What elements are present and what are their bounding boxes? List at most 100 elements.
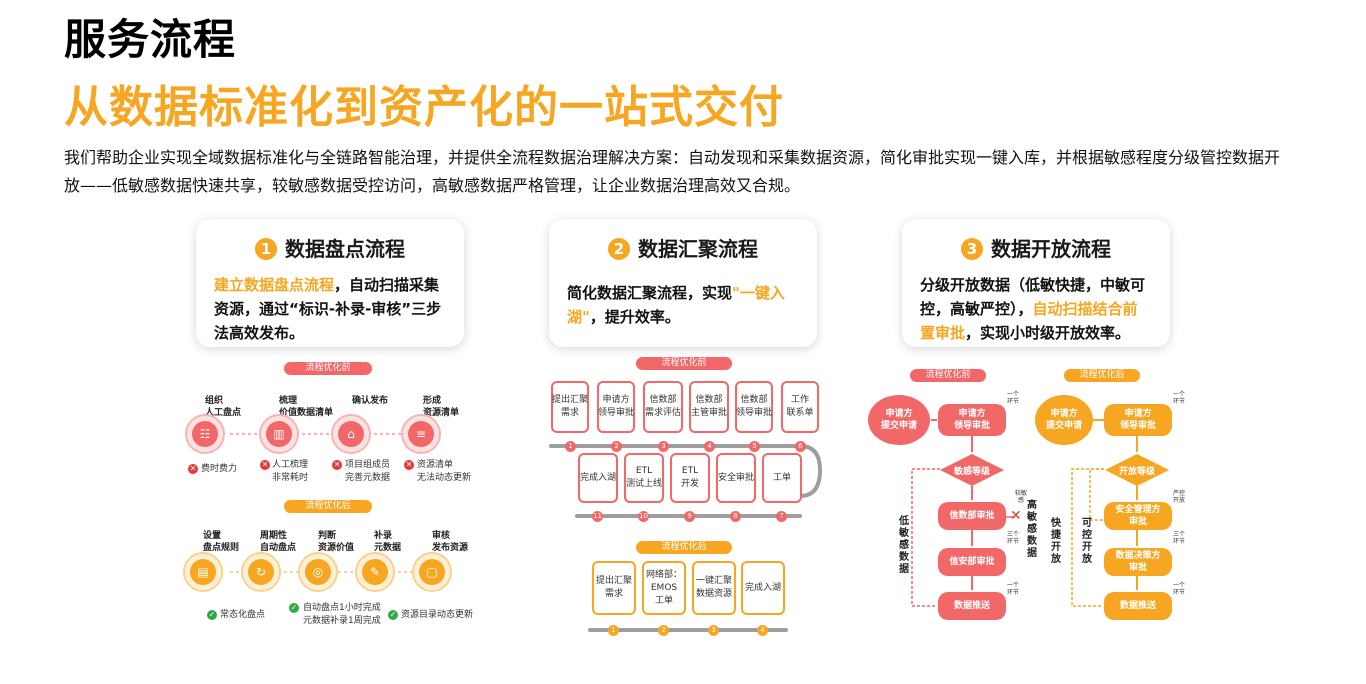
before-step-label: 梳理 价值数据清单	[279, 396, 334, 418]
flow-node: 数据推送	[938, 592, 1006, 620]
before-con: ✕	[260, 459, 273, 472]
value-icon: ◎	[298, 552, 338, 592]
card-inventory-heading: 数据盘点流程	[285, 237, 405, 261]
card-aggregation-text: ，提升效率。	[589, 308, 680, 326]
step-note: 较敏感	[1014, 490, 1027, 504]
flow-node: 数据推送	[1104, 592, 1172, 620]
reject-icon: ✕	[1010, 508, 1022, 524]
low-sensitivity-label: 低敏感数据	[899, 516, 909, 575]
step-dot: 8	[730, 511, 741, 522]
card-opening-text: ，实现小时级开放效率。	[965, 324, 1131, 342]
process-step-box: 信数部 领导审批	[735, 381, 773, 433]
process-step-box: 网络部： EMOS 工单	[642, 561, 686, 615]
card-opening-heading: 数据开放流程	[991, 237, 1111, 261]
process-step-box: 安全审批	[716, 453, 756, 503]
card-opening: 3 数据开放流程 分级开放数据（低敏快捷，中敏可控，高敏严控），自动扫描结合前置审…	[902, 219, 1170, 347]
step-dot: 2	[611, 441, 622, 452]
track-line	[549, 444, 802, 448]
after-pro-text: 自动盘点1小时完成 元数据补录1周完成	[303, 603, 381, 626]
process-step-box: 信数部 主管审批	[689, 381, 729, 433]
before-con-text: 资源清单 无法动态更新	[417, 460, 472, 483]
step-number-badge: 3	[961, 238, 983, 260]
process-step-box: 完成入湖	[578, 453, 618, 503]
process-step-box: 信数部 需求评估	[643, 381, 683, 433]
process-step-box: 完成入湖	[741, 561, 785, 615]
step-note: 一个环节	[1172, 582, 1185, 596]
card-opening-title: 3 数据开放流程	[920, 235, 1152, 263]
list-icon: ≡	[401, 414, 441, 454]
team-icon: ☷	[185, 414, 225, 454]
card-opening-body: 分级开放数据（低敏快捷，中敏可控，高敏严控），自动扫描结合前置审批，实现小时级开…	[920, 273, 1152, 345]
after-tag: 流程优化后	[1064, 369, 1140, 382]
step-note: 一个环节	[1006, 391, 1019, 405]
process-step-box: 申请方 领导审批	[597, 381, 635, 433]
after-step-label: 设置 盘点规则	[203, 531, 240, 553]
step-number-badge: 1	[255, 238, 277, 260]
step-note: 严控开放	[1172, 490, 1185, 504]
step-dot: 6	[795, 441, 806, 452]
after-tag: 流程优化后	[284, 500, 372, 513]
process-step-box: 工作 联系单	[781, 381, 819, 433]
flow-start-node: 申请方 提交申请	[1035, 395, 1093, 445]
step-note: 一个环节	[1172, 391, 1185, 405]
page-subtitle: 从数据标准化到资产化的一站式交付	[64, 82, 784, 133]
flow-node: 数据决策方 审批	[1104, 548, 1172, 576]
step-dot: 4	[757, 625, 768, 636]
card-opening-highlight: 自动扫描结合前置审批	[920, 300, 1138, 342]
card-aggregation-pre: 简化数据汇聚流程，实现	[567, 284, 733, 302]
after-pro: ✓资源目录动态更新	[388, 610, 474, 620]
process-step-box: 一键汇聚 数据资源	[692, 561, 736, 615]
step-number-badge: 2	[608, 238, 630, 260]
publish-icon: ⌂	[331, 414, 371, 454]
page-description: 我们帮助企业实现全域数据标准化与全链路智能治理，并提供全流程数据治理解决方案：自…	[64, 148, 1281, 195]
before-tag: 流程优化前	[636, 357, 732, 370]
before-con: ✕费时费力	[188, 464, 238, 474]
before-con: ✕	[332, 459, 345, 472]
step-dot: 7	[776, 511, 787, 522]
cross-icon: ✕	[404, 460, 414, 470]
cross-icon: ✕	[260, 460, 270, 470]
flow-node: 安全管理方 审批	[1104, 502, 1172, 530]
card-aggregation-body: 简化数据汇聚流程，实现"一键入湖"，提升效率。	[567, 281, 799, 329]
card-inventory-text: ，自动扫描采集资源，通过“标识-补录-审核”三步法高效发布。	[214, 276, 442, 342]
after-step-label: 补录 元数据	[374, 531, 402, 553]
process-step-box: ETL 测试上线	[624, 453, 664, 503]
chart-icon: ▥	[259, 414, 299, 454]
controlled-open-label: 可控开放	[1082, 518, 1092, 565]
flow-node: 申请方 领导审批	[1104, 404, 1172, 436]
before-tag: 流程优化前	[910, 369, 986, 382]
check-icon: ✓	[289, 603, 299, 613]
step-note: 三个环节	[1172, 531, 1185, 545]
flow-node: 信安部审批	[938, 548, 1006, 576]
after-step-label: 周期性 自动盘点	[260, 531, 297, 553]
step-dot: 3	[708, 625, 719, 636]
edit-icon: ✎	[355, 552, 395, 592]
after-pro: ✓	[289, 602, 302, 615]
step-dot: 2	[658, 625, 669, 636]
rule-icon: ▤	[183, 552, 223, 592]
step-dot: 1	[608, 625, 619, 636]
step-dot: 11	[592, 511, 603, 522]
step-dot: 5	[749, 441, 760, 452]
before-con: ✕	[404, 459, 417, 472]
after-step-label: 判断 资源价值	[318, 531, 355, 553]
step-note: 三个环节	[1006, 531, 1019, 545]
step-dot: 4	[704, 441, 715, 452]
process-step-box: 提出汇聚 需求	[551, 381, 589, 433]
step-dot: 9	[684, 511, 695, 522]
flow-node: 信数部审批	[938, 502, 1006, 530]
cross-icon: ✕	[332, 460, 342, 470]
fast-open-label: 快捷开放	[1051, 518, 1061, 565]
after-tag: 流程优化后	[636, 541, 732, 554]
process-step-box: ETL 开发	[670, 453, 710, 503]
before-step-label: 组织 人工盘点	[205, 396, 242, 418]
page-title: 服务流程	[64, 15, 237, 64]
process-step-box: 提出汇聚 需求	[592, 561, 636, 615]
cycle-icon: ↻	[241, 552, 281, 592]
after-pro: ✓常态化盘点	[207, 610, 266, 620]
card-opening-pre: 分级开放数据（低敏快捷，中敏可控，高敏严控），	[920, 276, 1146, 318]
track-line	[588, 628, 788, 632]
